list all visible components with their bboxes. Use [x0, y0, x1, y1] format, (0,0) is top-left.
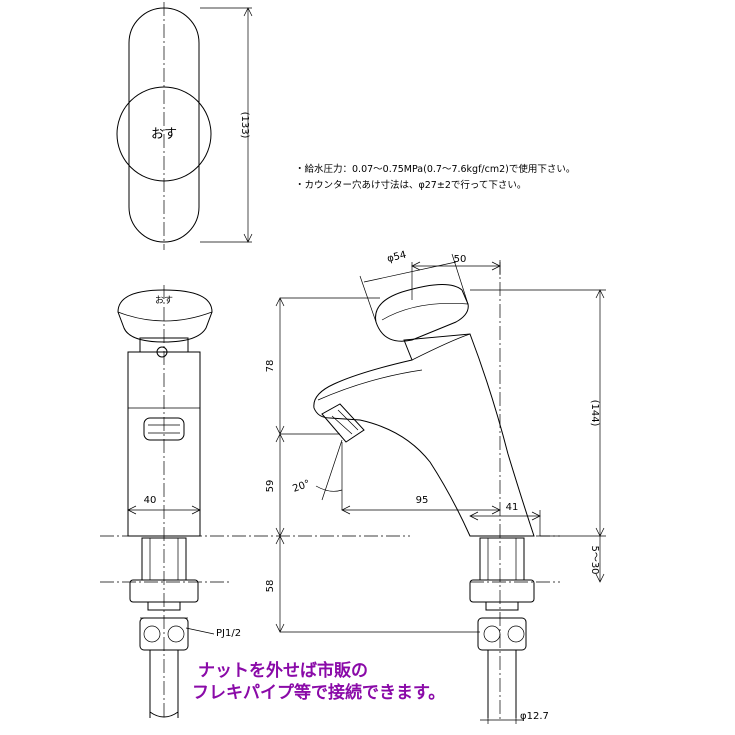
side-view-upper-height-dim: 78	[265, 360, 276, 373]
front-view-width-dim: 40	[144, 495, 157, 506]
side-view-push-button	[375, 283, 469, 342]
side-view-spout-body	[313, 333, 535, 537]
note-water-pressure: ・給水圧力：0.07～0.75MPa(0.7～7.6kgf/cm2)で使用下さい…	[295, 163, 575, 175]
side-view-pipe-dia-dim: φ12.7	[520, 711, 549, 722]
front-view: おす 40 PJ1/2	[117, 285, 241, 720]
side-view-counter-thickness-dim: 5～30	[589, 545, 600, 574]
side-view-below-counter-dim: 58	[265, 580, 276, 593]
top-view-height-dim: (133)	[239, 112, 250, 139]
note-counter-hole: ・カウンター穴あけ寸法は、φ27±2で行って下さい。	[295, 179, 526, 191]
front-view-body	[127, 351, 201, 537]
caption-line-1: ナットを外せば市販の	[198, 660, 368, 681]
connection-caption: ナットを外せば市販の フレキパイプ等で接続できます。	[192, 660, 445, 703]
top-view-button-label: おす	[151, 127, 177, 142]
side-view-spout-height-dim: 59	[265, 480, 276, 493]
side-view-spout-reach-dim: 95	[416, 495, 429, 506]
front-view-spout-outlet	[143, 417, 185, 441]
front-view-button-label: おす	[155, 295, 173, 306]
caption-line-2: フレキパイプ等で接続できます。	[192, 682, 445, 703]
side-view: φ54 50 78 59 58 20° 95	[265, 250, 606, 724]
side-view-button-offset-dim: 50	[454, 254, 467, 265]
spec-notes: ・給水圧力：0.07～0.75MPa(0.7～7.6kgf/cm2)で使用下さい…	[295, 163, 575, 191]
top-view: おす (133)	[116, 2, 253, 250]
side-view-aerator	[321, 403, 365, 443]
front-view-thread-label: PJ1/2	[216, 628, 241, 639]
side-view-angle-dim: 20°	[291, 478, 311, 494]
side-view-body-width-dim: 41	[506, 502, 519, 513]
front-view-push-button	[117, 289, 213, 343]
side-view-total-height-dim: (144)	[589, 400, 600, 427]
side-view-button-dia-dim: φ54	[386, 250, 407, 265]
